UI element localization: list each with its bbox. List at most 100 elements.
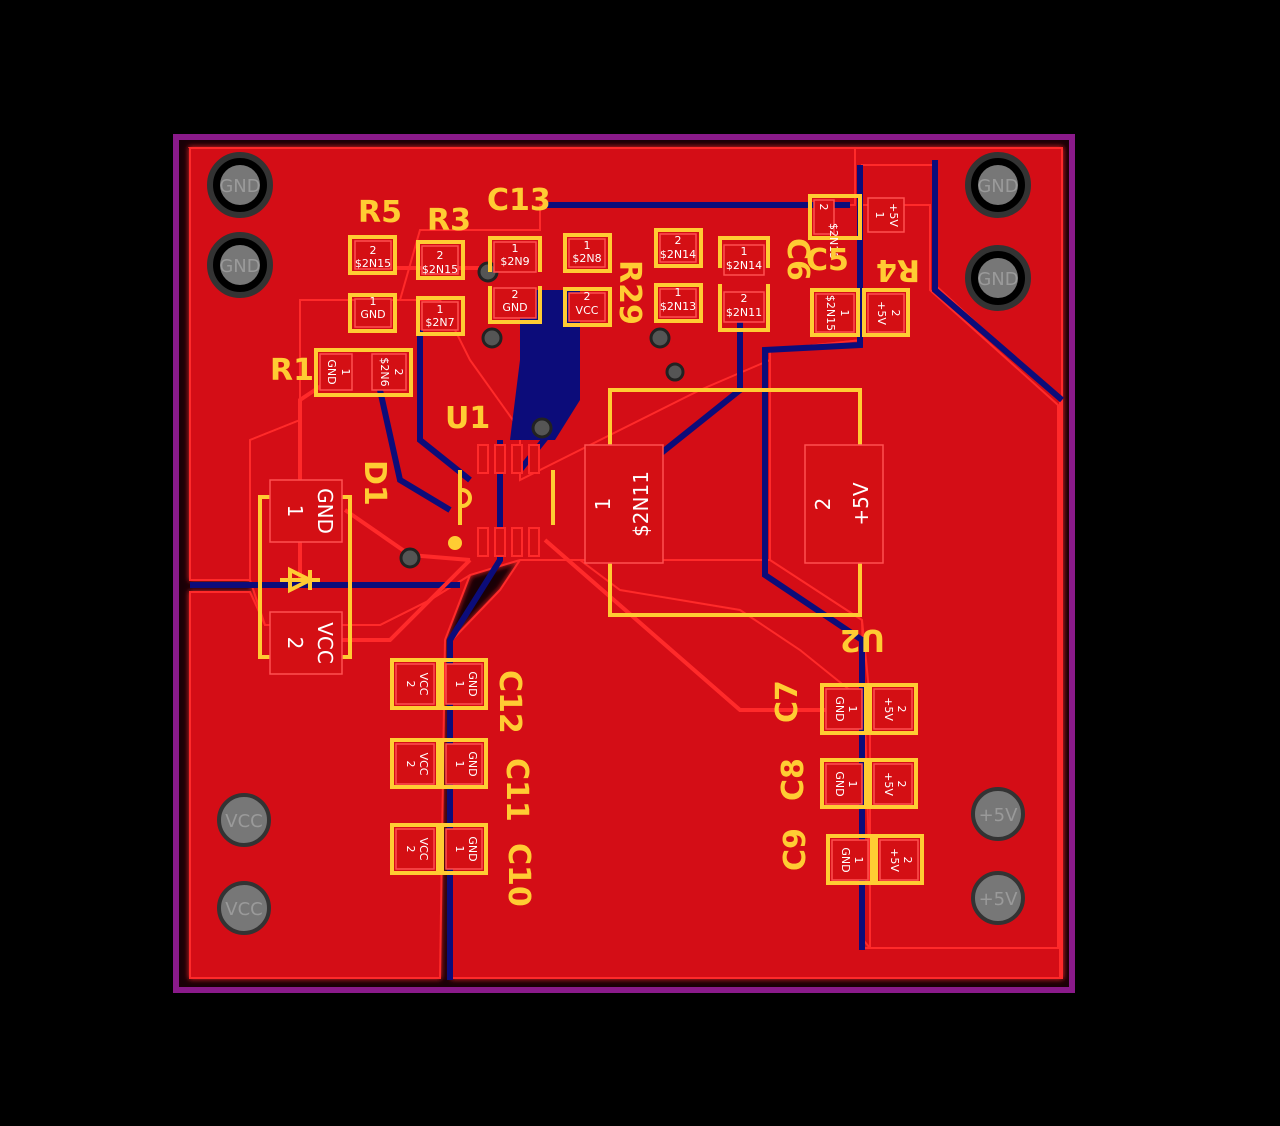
pad-net: $2N15	[355, 257, 391, 270]
mounting-hole: +5V	[971, 871, 1025, 925]
pad-number: 2	[895, 781, 908, 788]
designator-c9: C9	[778, 828, 813, 871]
pad	[867, 197, 905, 233]
via	[649, 327, 671, 349]
pad-number: 2	[404, 681, 417, 688]
pad-net: GND	[325, 359, 338, 384]
pad	[354, 298, 392, 328]
designator-c13: C13	[487, 183, 551, 218]
pad-number: 1	[741, 245, 748, 258]
pad	[804, 444, 884, 564]
pad	[873, 763, 913, 805]
pad-number: 2	[404, 846, 417, 853]
pad-number: 2	[811, 498, 835, 511]
pad-net: $2N9	[500, 255, 529, 268]
designator-c10: C10	[501, 843, 536, 907]
pad	[445, 743, 483, 785]
pad	[445, 828, 483, 870]
via	[481, 327, 503, 349]
mounting-hole: VCC	[217, 793, 271, 847]
designator-c11: C11	[499, 758, 534, 822]
designator-c6: C6	[780, 238, 815, 281]
mounting-hole: GND	[207, 152, 273, 218]
designator-r3: R3	[427, 203, 471, 238]
pad-net: GND	[466, 671, 479, 696]
pad	[493, 287, 537, 319]
designator-r4: R4	[876, 252, 920, 287]
mounting-hole: GND	[965, 152, 1031, 218]
hole-net-label: +5V	[979, 889, 1019, 910]
designator-c8: C8	[776, 758, 811, 801]
designator-d1: D1	[357, 460, 392, 506]
pad-net: +5V	[875, 301, 888, 325]
pad-net: $2N14	[660, 248, 696, 261]
pad-labels: 2 $2N15 1 GND 2 $2N15 1 $2N7 1 $2N9 2 GN…	[355, 234, 762, 329]
mounting-hole: +5V	[971, 787, 1025, 841]
mounting-hole: VCC	[217, 881, 271, 935]
pad	[659, 288, 697, 318]
pad-net: $2N7	[425, 316, 454, 329]
designator-c5: C5	[806, 243, 849, 278]
pad-number: 1	[675, 286, 682, 299]
designators: R5 R3 C13 R1 U1 C12 C11 C10 D1 R29 C6 C5…	[270, 183, 920, 907]
pad	[659, 233, 697, 263]
pad-net: VCC	[417, 838, 430, 861]
hole-net-label: +5V	[979, 805, 1019, 826]
pad-number: 1	[852, 857, 865, 864]
pad-number: 2	[437, 249, 444, 262]
pad-net: $2N11	[726, 306, 762, 319]
pad	[421, 301, 459, 331]
u1-pin	[528, 444, 540, 474]
pad-net: VCC	[417, 673, 430, 696]
hole-net-label: GND	[977, 269, 1018, 290]
u1-pin	[494, 444, 506, 474]
pad	[568, 238, 606, 268]
pad	[825, 763, 863, 805]
mounting-holes: GND GND GND GND VCC VCC +5V	[207, 152, 1031, 935]
pad	[269, 479, 343, 543]
pad-number: 2	[392, 369, 405, 376]
u1-pin	[477, 527, 489, 557]
via	[399, 547, 421, 569]
pad-number: 2	[512, 288, 519, 301]
pad	[723, 291, 765, 323]
pad-number: 2	[675, 234, 682, 247]
designator-r1: R1	[270, 353, 314, 388]
pad-number: 2	[584, 290, 591, 303]
pad-net: $2N15	[824, 295, 837, 331]
pad	[493, 241, 537, 273]
designator-u2: U2	[840, 622, 885, 657]
pad-net: GND	[360, 308, 385, 321]
pad-net: $2N11	[629, 471, 653, 537]
pad-net: GND	[839, 847, 852, 872]
hole-net-label: GND	[977, 176, 1018, 197]
designator-c7: C7	[770, 680, 805, 723]
pad	[813, 199, 835, 235]
pad-number: 2	[404, 761, 417, 768]
pad	[395, 828, 435, 870]
pad-number: 1	[437, 303, 444, 316]
pad-number: 2	[889, 310, 902, 317]
designator-r5: R5	[358, 195, 402, 230]
pad	[354, 240, 392, 270]
designator-c12: C12	[492, 670, 527, 734]
pad	[371, 353, 407, 391]
pad-net: $2N6	[378, 357, 391, 386]
pad	[395, 743, 435, 785]
pad	[319, 353, 353, 391]
pad-number: 2	[901, 857, 914, 864]
designator-u1: U1	[445, 401, 490, 436]
pad	[269, 611, 343, 675]
pad-net: +5V	[888, 848, 901, 872]
pad-net: $2N15	[827, 223, 840, 259]
pad-net: +5V	[882, 697, 895, 721]
pad	[445, 663, 483, 705]
u1-pin	[477, 444, 489, 474]
pad-net: $2N15	[422, 263, 458, 276]
pad-number: 1	[512, 242, 519, 255]
hole-net-label: GND	[219, 256, 260, 277]
pad-number: 1	[283, 505, 307, 518]
designator-r29: R29	[612, 260, 647, 325]
